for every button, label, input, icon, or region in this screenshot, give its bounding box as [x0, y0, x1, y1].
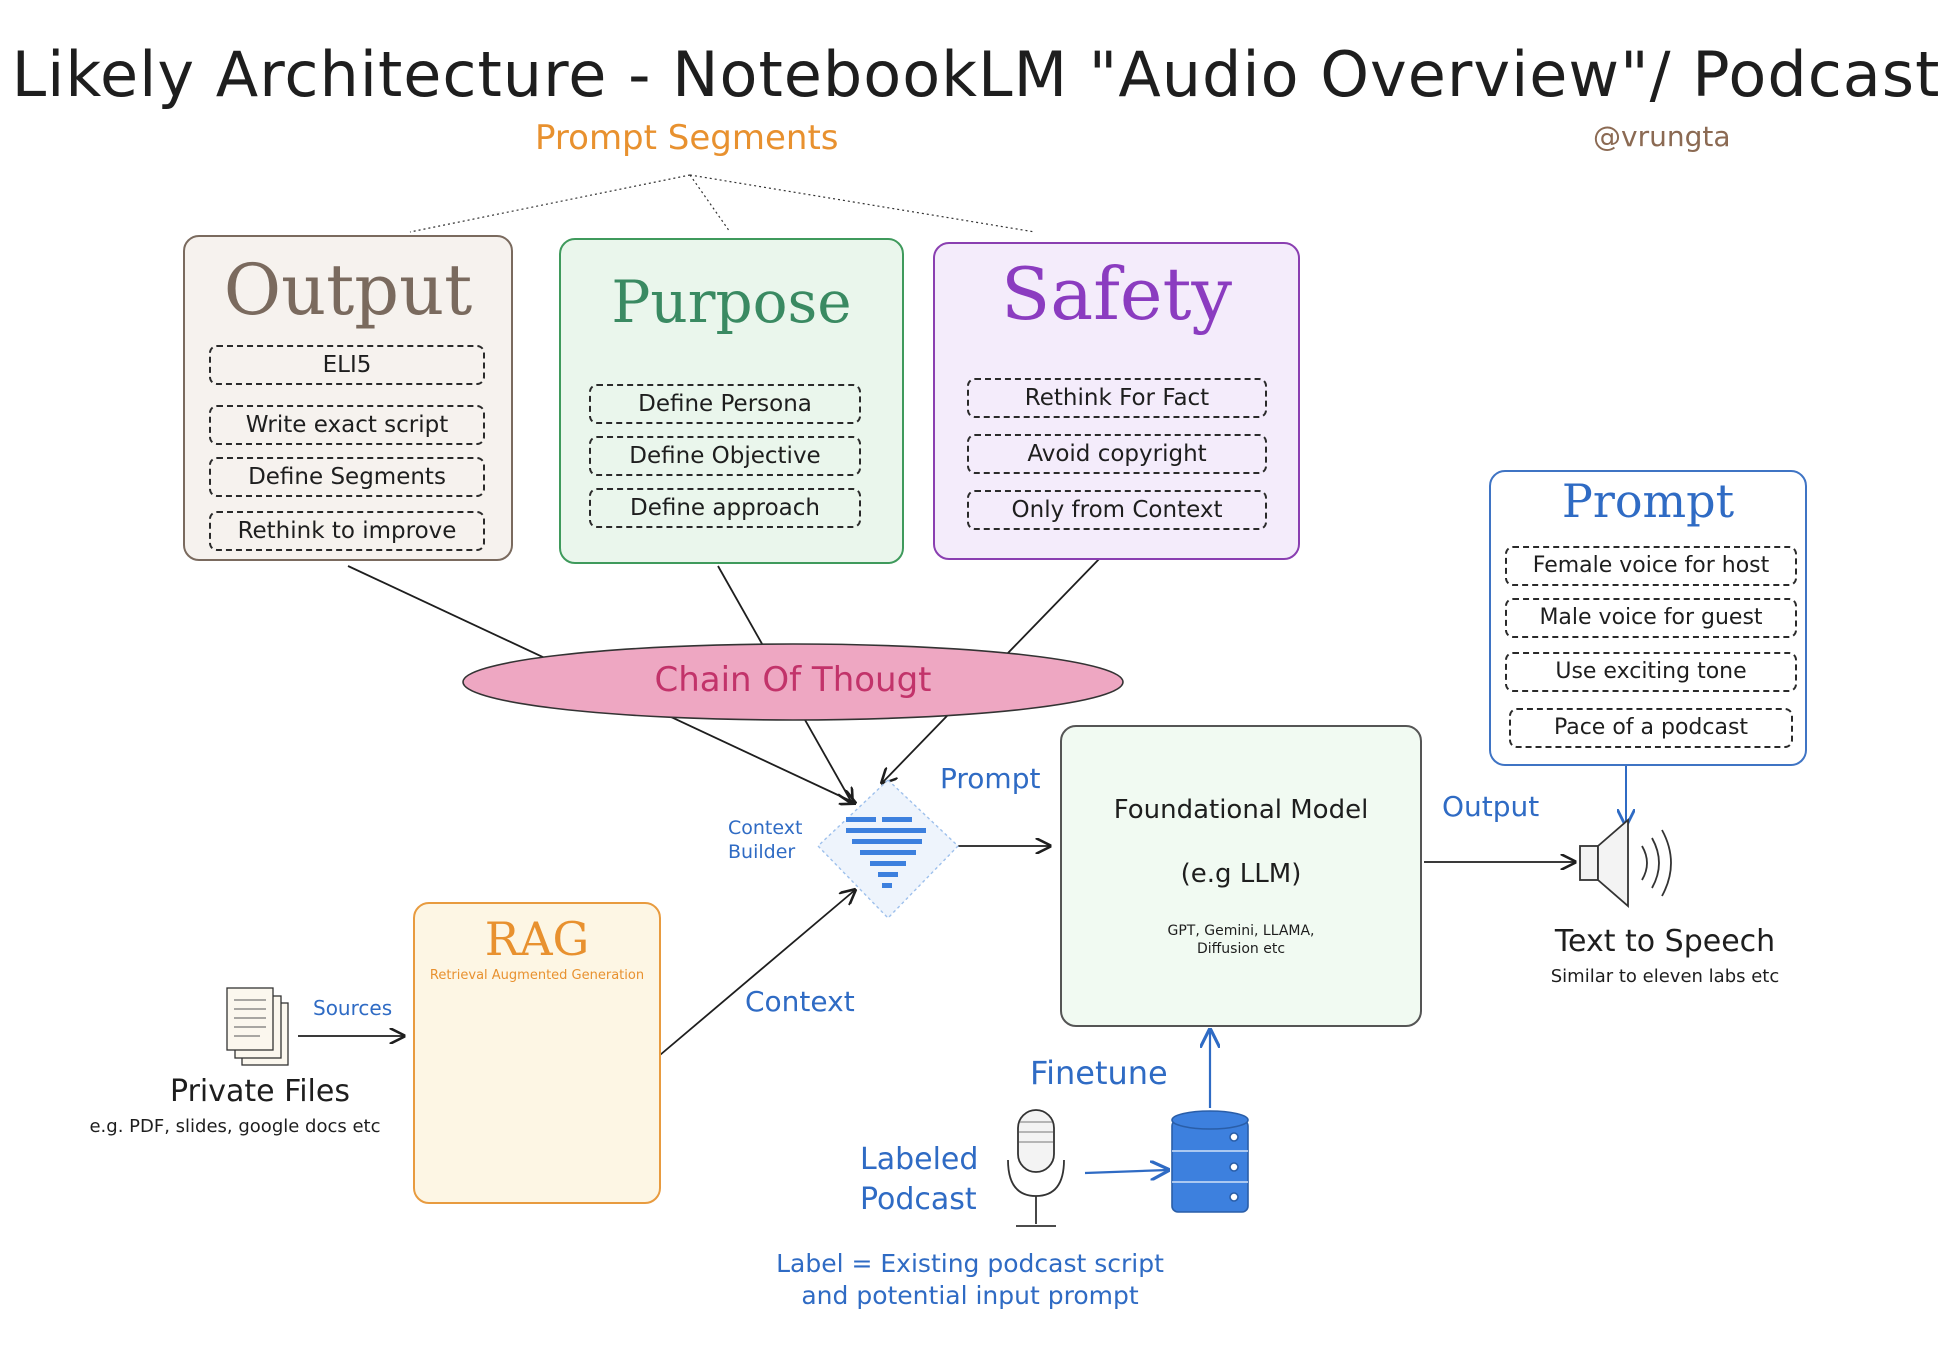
- funnel-icon: [846, 817, 926, 888]
- safety-card: Safety Rethink For Fact Avoid copyright …: [933, 242, 1300, 560]
- foundational-model-subtitle: (e.g LLM): [1180, 859, 1302, 889]
- author-handle: @vrungta: [1593, 120, 1731, 153]
- segment-dotted-lines: [409, 174, 1036, 233]
- finetune-database-icon: [1171, 1110, 1249, 1213]
- tts-prompt-item: Pace of a podcast: [1509, 708, 1793, 748]
- context-builder-node: [817, 779, 959, 920]
- purpose-item: Define Persona: [589, 384, 861, 424]
- chain-of-thought-label: Chain Of Thougt: [654, 660, 932, 700]
- private-files-title: Private Files: [170, 1074, 350, 1109]
- foundational-model-title: Foundational Model: [1113, 795, 1369, 825]
- foundational-model-examples-2: Diffusion etc: [1196, 941, 1286, 957]
- edge-label-prompt: Prompt: [940, 762, 1041, 795]
- foundational-model-examples-1: GPT, Gemini, LLAMA,: [1167, 923, 1315, 939]
- tts-prompt-item: Use exciting tone: [1505, 652, 1797, 692]
- prompt-segments-label: Prompt Segments: [535, 118, 839, 158]
- output-item: ELI5: [209, 345, 485, 385]
- context-builder-label: Context Builder: [728, 816, 802, 864]
- rag-subtitle: Retrieval Augmented Generation: [429, 968, 645, 983]
- foundational-model-box: Foundational Model (e.g LLM) GPT, Gemini…: [1060, 725, 1422, 1027]
- rag-box: RAG Retrieval Augmented Generation: [413, 902, 661, 1204]
- rag-title: RAG: [484, 912, 590, 966]
- output-item: Define Segments: [209, 457, 485, 497]
- purpose-card-title: Purpose: [611, 268, 852, 336]
- private-files-subtitle: e.g. PDF, slides, google docs etc: [89, 1116, 381, 1137]
- documents-icon: [226, 987, 289, 1066]
- safety-item: Only from Context: [967, 490, 1267, 530]
- labeled-podcast-line2: Podcast: [860, 1182, 977, 1217]
- safety-item: Avoid copyright: [967, 434, 1267, 474]
- safety-card-title: Safety: [1000, 252, 1233, 336]
- purpose-card: Purpose Define Persona Define Objective …: [559, 238, 904, 564]
- edge-label-finetune: Finetune: [1030, 1054, 1168, 1092]
- edge-label-output: Output: [1442, 790, 1540, 823]
- labeled-podcast-line1: Labeled: [860, 1142, 979, 1177]
- diagram-title: Likely Architecture - NotebookLM "Audio …: [11, 38, 1941, 111]
- tts-prompt-card: Prompt Female voice for host Male voice …: [1489, 470, 1807, 766]
- output-card: Output ELI5 Write exact script Define Se…: [183, 235, 513, 561]
- output-item: Write exact script: [209, 405, 485, 445]
- edge-label-context: Context: [745, 985, 855, 1018]
- tts-subtitle: Similar to eleven labs etc: [1550, 966, 1780, 987]
- tts-prompt-item: Female voice for host: [1505, 546, 1797, 586]
- context-builder-line1: Context: [728, 817, 803, 839]
- label-note-line1: Label = Existing podcast script: [776, 1249, 1164, 1278]
- edge-label-sources: Sources: [313, 996, 393, 1020]
- arrow-mic-to-db: [1084, 1170, 1168, 1173]
- chain-of-thought-ellipse: [462, 643, 1124, 721]
- output-card-title: Output: [223, 249, 473, 331]
- speaker-icon: [1579, 818, 1672, 908]
- tts-prompt-item: Male voice for guest: [1505, 598, 1797, 638]
- purpose-item: Define Objective: [589, 436, 861, 476]
- label-note: Label = Existing podcast script and pote…: [740, 1248, 1200, 1312]
- label-note-line2: and potential input prompt: [801, 1281, 1139, 1310]
- context-builder-line2: Builder: [728, 841, 796, 863]
- output-item: Rethink to improve: [209, 511, 485, 551]
- tts-prompt-card-title: Prompt: [1561, 474, 1735, 528]
- tts-title: Text to Speech: [1554, 924, 1776, 959]
- microphone-icon: [1007, 1109, 1065, 1227]
- safety-item: Rethink For Fact: [967, 378, 1267, 418]
- arrow-rag-to-context: [659, 890, 855, 1056]
- labeled-podcast-label: Labeled Podcast: [860, 1140, 978, 1220]
- purpose-item: Define approach: [589, 488, 861, 528]
